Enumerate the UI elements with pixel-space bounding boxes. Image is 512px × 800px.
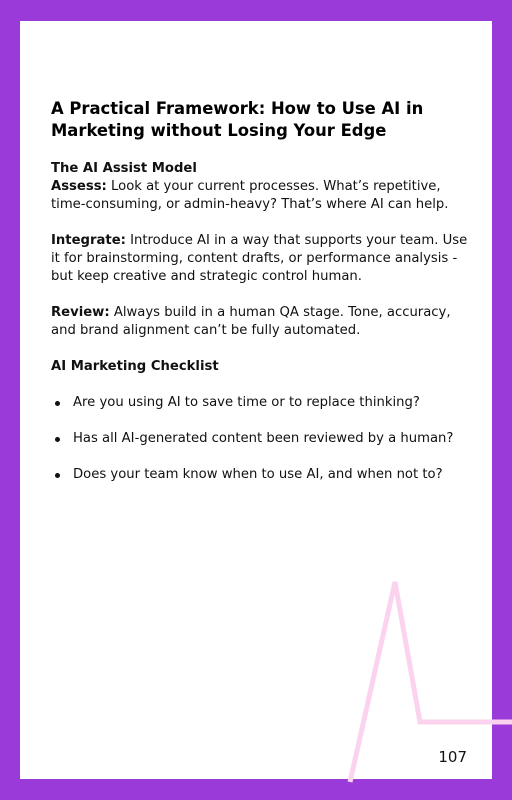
integrate-text: Introduce AI in a way that supports your… [51, 233, 468, 284]
checklist-heading: AI Marketing Checklist [51, 359, 219, 374]
assess-text: Look at your current processes. What’s r… [51, 179, 449, 212]
model-heading: The AI Assist Model [51, 161, 197, 176]
page-title: A Practical Framework: How to Use AI in … [51, 99, 424, 140]
checklist-item: Does your team know when to use AI, and … [51, 466, 471, 484]
review-label: Review: [51, 305, 110, 320]
bullet-icon [55, 437, 60, 442]
page-number: 107 [438, 748, 467, 766]
checklist-item-text: Does your team know when to use AI, and … [73, 467, 443, 482]
review-paragraph: Review: Always build in a human QA stage… [51, 304, 471, 340]
bullet-icon [55, 401, 60, 406]
assess-label: Assess: [51, 179, 107, 194]
document-page: A Practical Framework: How to Use AI in … [20, 21, 492, 779]
checklist-item-text: Has all AI-generated content been review… [73, 431, 454, 446]
checklist-item-text: Are you using AI to save time or to repl… [73, 395, 420, 410]
checklist-item: Has all AI-generated content been review… [51, 430, 471, 448]
integrate-label: Integrate: [51, 233, 126, 248]
page-content: A Practical Framework: How to Use AI in … [51, 98, 471, 502]
checklist-item: Are you using AI to save time or to repl… [51, 394, 471, 412]
assess-paragraph: Assess: Look at your current processes. … [51, 178, 471, 214]
review-text: Always build in a human QA stage. Tone, … [51, 305, 451, 338]
integrate-paragraph: Integrate: Introduce AI in a way that su… [51, 232, 471, 286]
bullet-icon [55, 473, 60, 478]
checklist: Are you using AI to save time or to repl… [51, 394, 471, 484]
